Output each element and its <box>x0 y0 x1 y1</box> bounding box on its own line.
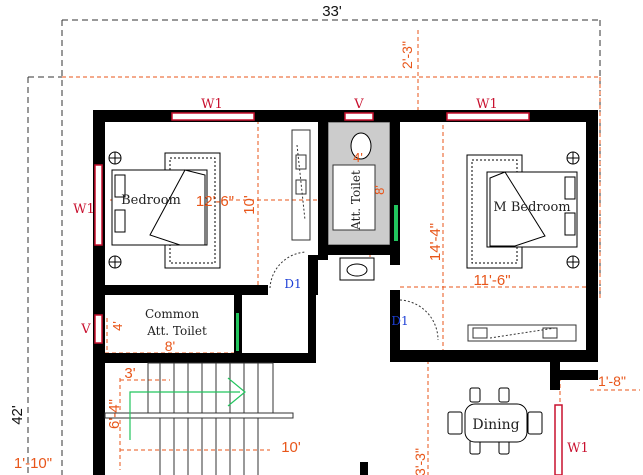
door-label-right: D1 <box>391 314 408 328</box>
bed-right <box>466 151 580 269</box>
window-label-top-right: W1 <box>476 97 498 112</box>
door-label-left: D1 <box>284 277 301 291</box>
door-left <box>269 251 307 289</box>
mbedroom-height-dim: 14'-4" <box>427 223 444 261</box>
window-label-vent-top: V <box>353 97 364 112</box>
wardrobe-right <box>467 324 577 342</box>
window-label-left: W1 <box>73 202 95 217</box>
bottom-offset-dim: 3'-3" <box>412 448 428 475</box>
bedroom-label: Bedroom <box>121 193 181 208</box>
common-toilet-width-dim: 8' <box>165 338 175 354</box>
bedroom-height-dim: 10' <box>241 195 258 215</box>
bed-left <box>108 151 221 269</box>
right-offset-dim: 1'-8" <box>598 373 626 389</box>
dining-label: Dining <box>472 417 519 433</box>
toilet-height-dim: 8' <box>372 185 387 195</box>
stair-width-dim: 3' <box>124 365 135 382</box>
top-offset-dim: 2'-3" <box>399 41 415 69</box>
toilet-width-dim: 4' <box>353 150 363 165</box>
att-toilet-label: Att. Toilet <box>349 170 363 231</box>
window-label-right: W1 <box>567 441 589 456</box>
window-label-vent-left: V <box>80 322 91 337</box>
left-offset-dim: 1'-10" <box>14 455 52 472</box>
bedroom-width-dim: 12'-6" <box>196 193 234 210</box>
wardrobe-left <box>291 129 311 241</box>
stair-height-dim: 6'-4" <box>106 399 123 429</box>
wash-basin <box>339 257 375 281</box>
overall-height-label: 42' <box>9 405 26 425</box>
common-toilet-label-1: Common <box>145 307 199 321</box>
stair-length-dim: 10' <box>281 439 301 456</box>
m-bedroom-label: M Bedroom <box>493 200 570 215</box>
staircase <box>104 362 294 475</box>
windows <box>94 112 563 475</box>
common-toilet-label-2: Att. Toilet <box>146 324 207 338</box>
att-toilet <box>327 121 398 246</box>
window-label-top-left: W1 <box>201 97 223 112</box>
common-toilet-height-dim: 4' <box>110 321 125 331</box>
mbedroom-width-dim: 11'-6" <box>473 272 510 289</box>
dining-table <box>447 387 543 455</box>
overall-width-label: 33' <box>322 3 342 20</box>
common-toilet-door-green <box>236 313 239 351</box>
